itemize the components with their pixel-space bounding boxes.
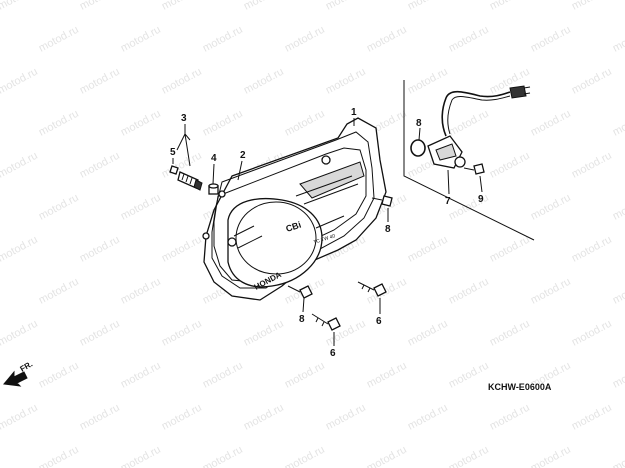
callout-8-right: 8 [385, 224, 391, 235]
callout-4: 4 [211, 153, 217, 164]
sensor-wire-inner [447, 95, 511, 135]
leader-7 [447, 169, 450, 195]
bolt-9-head [473, 163, 485, 175]
pulley-dome [227, 197, 323, 288]
inset-frame [403, 80, 535, 241]
leader-lines [172, 118, 483, 346]
bolt-6-upper-head [373, 283, 387, 297]
bolt-6-lower-head [327, 317, 341, 331]
callout-labels: 1 2 3 4 5 6 6 7 8 8 8 9 [170, 107, 484, 359]
bolt-6-upper-thread [361, 284, 371, 293]
bolt-6-lower-shaft [311, 313, 329, 325]
bolt-6-upper [357, 281, 387, 297]
leader-9 [479, 175, 483, 193]
cover-boss-top [321, 155, 331, 165]
bolt-8-head [381, 195, 393, 207]
bolt-3-tip [193, 179, 203, 191]
leader-3 [176, 124, 191, 167]
diagram-code: KCHW-E0600A [488, 382, 552, 392]
callout-6-lower: 6 [330, 348, 336, 359]
cover-boss-edge [202, 232, 210, 240]
bolt-8-lower-shaft [287, 285, 301, 293]
leader-8-inset [418, 127, 421, 141]
rib-lines [295, 175, 359, 205]
washer-5 [169, 165, 179, 175]
sheen-lines [233, 215, 345, 249]
bolt-8-right [371, 195, 393, 207]
wire-connector [509, 85, 527, 99]
dome-ring [235, 201, 317, 275]
sensor-face [435, 143, 457, 161]
bolt-8-shaft [371, 197, 383, 201]
bolt-6-lower-thread [315, 317, 325, 327]
inset-sensor-detail [403, 80, 535, 241]
cover-boss-topleft [218, 190, 226, 198]
leader-2 [237, 160, 243, 181]
bolt-6-lower [311, 313, 341, 331]
dowel-pin-4 [208, 183, 219, 195]
callout-5: 5 [170, 147, 176, 158]
dowel-top [208, 183, 219, 189]
front-arrow-icon [3, 370, 28, 387]
o-ring-8 [410, 139, 426, 157]
bolt-8-lower-head [299, 285, 313, 299]
left-crankcase-cover: CBi TC TW 40 HONDA [202, 117, 387, 301]
callout-9: 9 [478, 194, 484, 205]
bolt-6-upper-shaft [357, 281, 375, 291]
bolt-3-thread [181, 173, 193, 185]
sensor-flange [454, 156, 466, 168]
connector-pins [523, 86, 531, 95]
cover-boss-left [227, 237, 237, 247]
callout-2: 2 [240, 150, 246, 161]
front-arrow-label: FR. [19, 359, 35, 373]
sensor-wire [441, 90, 511, 137]
callout-3: 3 [181, 113, 187, 124]
callout-8-lower: 8 [299, 314, 305, 325]
bolt-8-lower [287, 285, 313, 299]
bolt-9-shaft [463, 167, 475, 171]
callout-7: 7 [445, 196, 451, 207]
bolt-assembly-3 [169, 165, 203, 191]
leader-4 [212, 163, 215, 185]
callout-1: 1 [351, 107, 357, 118]
callout-8-inset: 8 [416, 118, 422, 129]
front-direction-indicator: FR. [3, 359, 35, 387]
leader-8-lower [302, 297, 305, 313]
callout-6-upper: 6 [376, 316, 382, 327]
cover-mark-cbi: CBi [285, 220, 303, 234]
